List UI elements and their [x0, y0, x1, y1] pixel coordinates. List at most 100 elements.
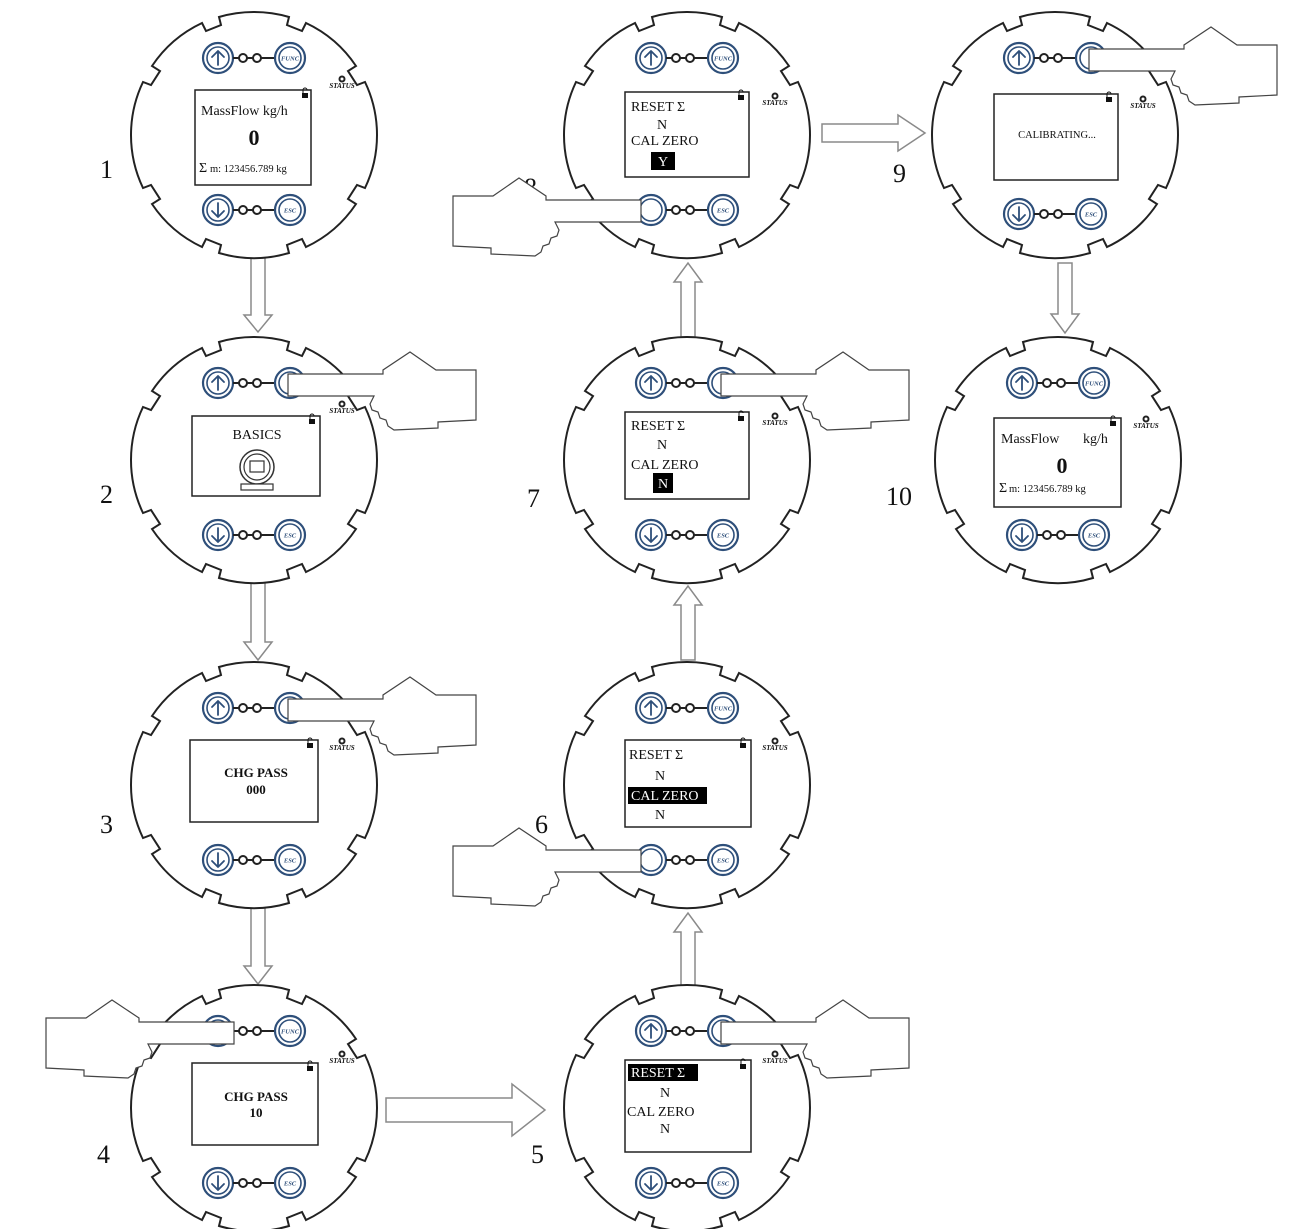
func-button-label: FUNC — [281, 56, 300, 63]
arrow-right-icon — [385, 1082, 547, 1138]
arrow-up-icon — [644, 1023, 658, 1039]
down-button[interactable] — [1005, 518, 1039, 552]
status-label: STATUS — [762, 1057, 787, 1065]
arrow-up-icon — [672, 911, 704, 989]
arrow-up-icon — [672, 584, 704, 661]
up-button[interactable] — [634, 366, 668, 400]
esc-button[interactable]: ESC — [273, 518, 307, 552]
step-label-7: 7 — [527, 484, 540, 513]
func-button[interactable]: FUNC — [706, 691, 740, 725]
esc-button[interactable]: ESC — [273, 843, 307, 877]
arrow-up-icon — [211, 375, 225, 391]
up-button[interactable] — [201, 41, 235, 75]
up-button[interactable] — [634, 1014, 668, 1048]
screen-title: BASICS — [232, 428, 281, 443]
display-screen: RESET Σ N CAL ZERO N — [624, 410, 750, 500]
down-button[interactable] — [201, 1166, 235, 1200]
arrow-up-icon — [644, 700, 658, 716]
arrow-right-icon — [821, 113, 927, 153]
cal-zero-value: N — [655, 808, 665, 823]
up-button[interactable] — [634, 691, 668, 725]
func-button-label: FUNC — [714, 56, 733, 63]
esc-button-label: ESC — [283, 858, 297, 865]
menu-item-reset-totalizer[interactable]: RESET Σ — [631, 1066, 685, 1081]
status-label: STATUS — [1133, 422, 1158, 430]
reset-value: N — [655, 769, 665, 784]
func-button[interactable]: FUNC — [1077, 366, 1111, 400]
arrow-up-icon — [211, 700, 225, 716]
down-button[interactable] — [201, 193, 235, 227]
arrow-down-icon — [644, 527, 658, 543]
menu-item-reset-totalizer[interactable]: RESET Σ — [631, 419, 685, 434]
device-step-8: FUNC STATUS RESET Σ N CAL ZERO Y ESC — [452, 10, 811, 260]
esc-button[interactable]: ESC — [273, 1166, 307, 1200]
esc-button[interactable]: ESC — [706, 843, 740, 877]
menu-item-cal-zero[interactable]: CAL ZERO — [631, 134, 699, 149]
esc-button[interactable]: ESC — [1077, 518, 1111, 552]
arrow-up-icon — [211, 50, 225, 66]
esc-button[interactable]: ESC — [1074, 197, 1108, 231]
step-label-5: 5 — [531, 1140, 544, 1169]
menu-item-reset-totalizer[interactable]: RESET Σ — [629, 748, 683, 763]
status-indicator: STATUS — [329, 737, 355, 752]
status-indicator: STATUS — [762, 1050, 788, 1065]
cal-zero-value[interactable]: Y — [658, 155, 668, 170]
arrow-down-icon — [242, 256, 274, 334]
status-label: STATUS — [329, 82, 354, 90]
display-screen: BASICS — [191, 413, 321, 497]
status-indicator: STATUS — [329, 400, 355, 415]
step-label-10: 10 — [886, 482, 912, 511]
up-button[interactable] — [1005, 366, 1039, 400]
esc-button-label: ESC — [716, 208, 730, 215]
selection-highlight — [628, 1064, 698, 1081]
totalizer-text: m: 123456.789 kg — [210, 164, 287, 175]
arrow-down-icon — [242, 581, 274, 662]
up-button[interactable] — [634, 41, 668, 75]
menu-item-cal-zero[interactable]: CAL ZERO — [627, 1105, 695, 1120]
device-step-4: FUNC STATUS CHG PASS 10 ESC — [45, 983, 378, 1229]
func-button-label: FUNC — [714, 706, 733, 713]
esc-button-label: ESC — [716, 858, 730, 865]
status-label: STATUS — [762, 419, 787, 427]
esc-button-label: ESC — [716, 533, 730, 540]
device-step-6: FUNC STATUS RESET Σ N CAL ZERO N ESC — [452, 660, 811, 910]
flow-arrows — [242, 113, 1081, 1138]
down-button[interactable] — [201, 518, 235, 552]
screen-title: MassFlow kg/h — [201, 104, 288, 119]
status-indicator: STATUS — [329, 75, 355, 90]
esc-button[interactable]: ESC — [706, 193, 740, 227]
up-button[interactable] — [201, 691, 235, 725]
menu-item-cal-zero[interactable]: CAL ZERO — [631, 789, 699, 804]
down-button[interactable] — [1002, 197, 1036, 231]
func-button[interactable]: FUNC — [273, 41, 307, 75]
up-button[interactable] — [201, 366, 235, 400]
display-screen: RESET Σ N CAL ZERO N — [624, 737, 752, 828]
down-button[interactable] — [634, 843, 668, 877]
status-label: STATUS — [329, 407, 354, 415]
screen-unit: kg/h — [1083, 432, 1108, 447]
down-button[interactable] — [634, 1166, 668, 1200]
device-step-10: FUNC STATUS MassFlow kg/h 0 Σ m: 123456.… — [934, 335, 1182, 585]
down-button[interactable] — [634, 518, 668, 552]
menu-item-cal-zero[interactable]: CAL ZERO — [631, 458, 699, 473]
menu-item-reset-totalizer[interactable]: RESET Σ — [631, 100, 685, 115]
down-button[interactable] — [634, 193, 668, 227]
up-button[interactable] — [1002, 41, 1036, 75]
selection-highlight — [628, 787, 707, 804]
step-label-9: 9 — [893, 159, 906, 188]
device-step-9: STATUS CALIBRATING... ESC — [931, 10, 1278, 260]
func-button[interactable]: FUNC — [273, 1014, 307, 1048]
cal-zero-value[interactable]: N — [658, 477, 668, 492]
reset-value: N — [660, 1086, 670, 1101]
arrow-up-icon — [644, 375, 658, 391]
esc-button[interactable]: ESC — [706, 1166, 740, 1200]
display-screen: RESET Σ N CAL ZERO Y — [624, 89, 750, 178]
esc-button[interactable]: ESC — [706, 518, 740, 552]
cal-zero-value: N — [660, 1122, 670, 1137]
display-screen: MassFlow kg/h 0 Σ m: 123456.789 kg — [993, 415, 1122, 508]
esc-button-label: ESC — [283, 533, 297, 540]
esc-button[interactable]: ESC — [273, 193, 307, 227]
func-button[interactable]: FUNC — [706, 41, 740, 75]
display-screen: CHG PASS 10 — [191, 1060, 319, 1146]
down-button[interactable] — [201, 843, 235, 877]
